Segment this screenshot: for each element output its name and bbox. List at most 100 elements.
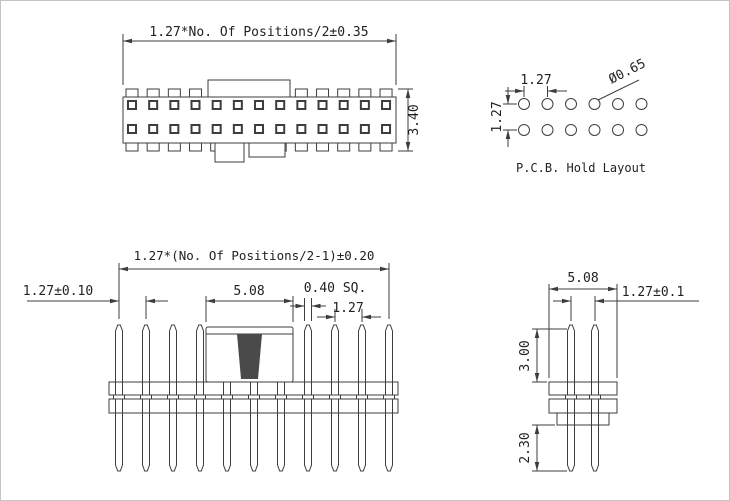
castellation	[379, 142, 393, 152]
end-geometry	[532, 284, 699, 472]
pin-tail	[250, 412, 258, 472]
castellation	[146, 88, 160, 98]
dim-arrow	[326, 314, 335, 320]
dim-arrow	[405, 142, 411, 151]
castellation	[337, 88, 351, 98]
pin	[115, 324, 123, 384]
pin	[567, 324, 575, 384]
dim-arrow	[595, 298, 604, 304]
front-pitch-right-dim: 1.27	[332, 301, 363, 316]
pcb-hole	[541, 124, 554, 136]
dim-arrow	[547, 88, 557, 94]
castellation	[167, 88, 181, 98]
leader-line	[597, 79, 640, 101]
mounting-tab	[214, 142, 245, 163]
pcb-pitch-horizontal-dim: 1.27	[520, 73, 551, 88]
contact-square	[317, 100, 328, 110]
mounting-tab	[248, 142, 286, 158]
latch-slot	[237, 334, 262, 379]
castellation	[316, 142, 330, 152]
pin-shoulder	[383, 394, 395, 400]
front-view: 1.27*(No. Of Positions/2-1)±0.20 1.27±0.…	[23, 248, 399, 472]
polarization-key	[207, 79, 291, 98]
insulator-upper	[108, 381, 399, 396]
dim-arrow	[123, 38, 132, 44]
pin-tail	[385, 412, 393, 472]
end-tail-length-dim: 2.30	[518, 432, 533, 463]
pin-tail	[358, 412, 366, 472]
pin-shoulder	[140, 394, 152, 400]
castellation	[189, 88, 203, 98]
dim-arrow	[505, 130, 511, 139]
pcb-geometry	[503, 79, 648, 147]
pin-tail	[196, 412, 204, 472]
dim-arrow	[405, 89, 411, 98]
pin	[591, 324, 599, 384]
contact-square	[211, 124, 222, 134]
contact-square	[127, 124, 137, 134]
pin-shoulder	[113, 394, 125, 400]
front-geometry	[27, 263, 399, 472]
pcb-hole	[518, 98, 530, 110]
pin	[304, 324, 312, 384]
pin-shoulder	[302, 394, 314, 400]
front-pin-size-dim: 0.40 SQ.	[304, 281, 367, 296]
front-pitch-dim: 1.27±0.10	[23, 284, 93, 299]
contact-square	[190, 100, 201, 110]
dim-arrow	[362, 314, 371, 320]
contact-square	[169, 124, 180, 134]
contact-square	[148, 100, 159, 110]
pin	[358, 324, 366, 384]
castellation	[125, 142, 139, 152]
contact-square	[127, 100, 137, 110]
contact-square	[338, 124, 349, 134]
front-center-width-dim: 5.08	[233, 284, 264, 299]
pin-tail	[591, 424, 599, 472]
top-view-length-dim: 1.27*No. Of Positions/2±0.35	[149, 25, 368, 40]
end-depth-dim: 5.08	[567, 271, 598, 286]
contact-square	[275, 100, 286, 110]
contact-square	[317, 124, 328, 134]
contact-square	[296, 100, 307, 110]
pcb-hole	[612, 98, 624, 110]
pin-tail	[115, 412, 123, 472]
pin	[142, 324, 150, 384]
pin-shoulder	[248, 394, 260, 400]
end-mating-height-dim: 3.00	[518, 340, 533, 371]
dim-arrow	[549, 286, 558, 292]
pin-tail	[223, 412, 231, 472]
dim-arrow	[110, 298, 119, 304]
castellation	[358, 142, 372, 152]
pcb-hole	[565, 124, 577, 136]
pin-tail	[304, 412, 312, 472]
castellation	[294, 142, 308, 152]
contact-square	[211, 100, 222, 110]
contact-square	[359, 124, 370, 134]
dim-arrow	[146, 298, 155, 304]
front-span-dim: 1.27*(No. Of Positions/2-1)±0.20	[134, 248, 375, 263]
pin-tail	[142, 412, 150, 472]
pcb-hole-diameter-dim: Ø0.65	[607, 56, 649, 87]
contact-square	[148, 124, 159, 134]
dim-arrow	[534, 373, 540, 382]
castellation	[146, 142, 160, 152]
dim-arrow	[206, 298, 215, 304]
castellation	[125, 88, 139, 98]
dim-arrow	[284, 298, 293, 304]
top-view-height-dim: 3.40	[407, 104, 422, 135]
pin-tail	[169, 412, 177, 472]
pin	[196, 324, 204, 384]
dim-arrow	[387, 38, 396, 44]
pin-shoulder	[194, 394, 206, 400]
pin-shoulder	[565, 394, 577, 400]
end-view: 5.08 1.27±0.1 3.00 2.30	[518, 271, 699, 472]
pin	[169, 324, 177, 384]
pin-tail	[331, 412, 339, 472]
castellation	[316, 88, 330, 98]
pin-shoulder	[329, 394, 341, 400]
dim-arrow	[380, 266, 389, 272]
pcb-layout-view: 1.27 1.27 Ø0.65 P.C.B. Hold Layout	[490, 56, 648, 175]
insulator-lower	[548, 398, 618, 414]
pin-shoulder	[275, 394, 287, 400]
